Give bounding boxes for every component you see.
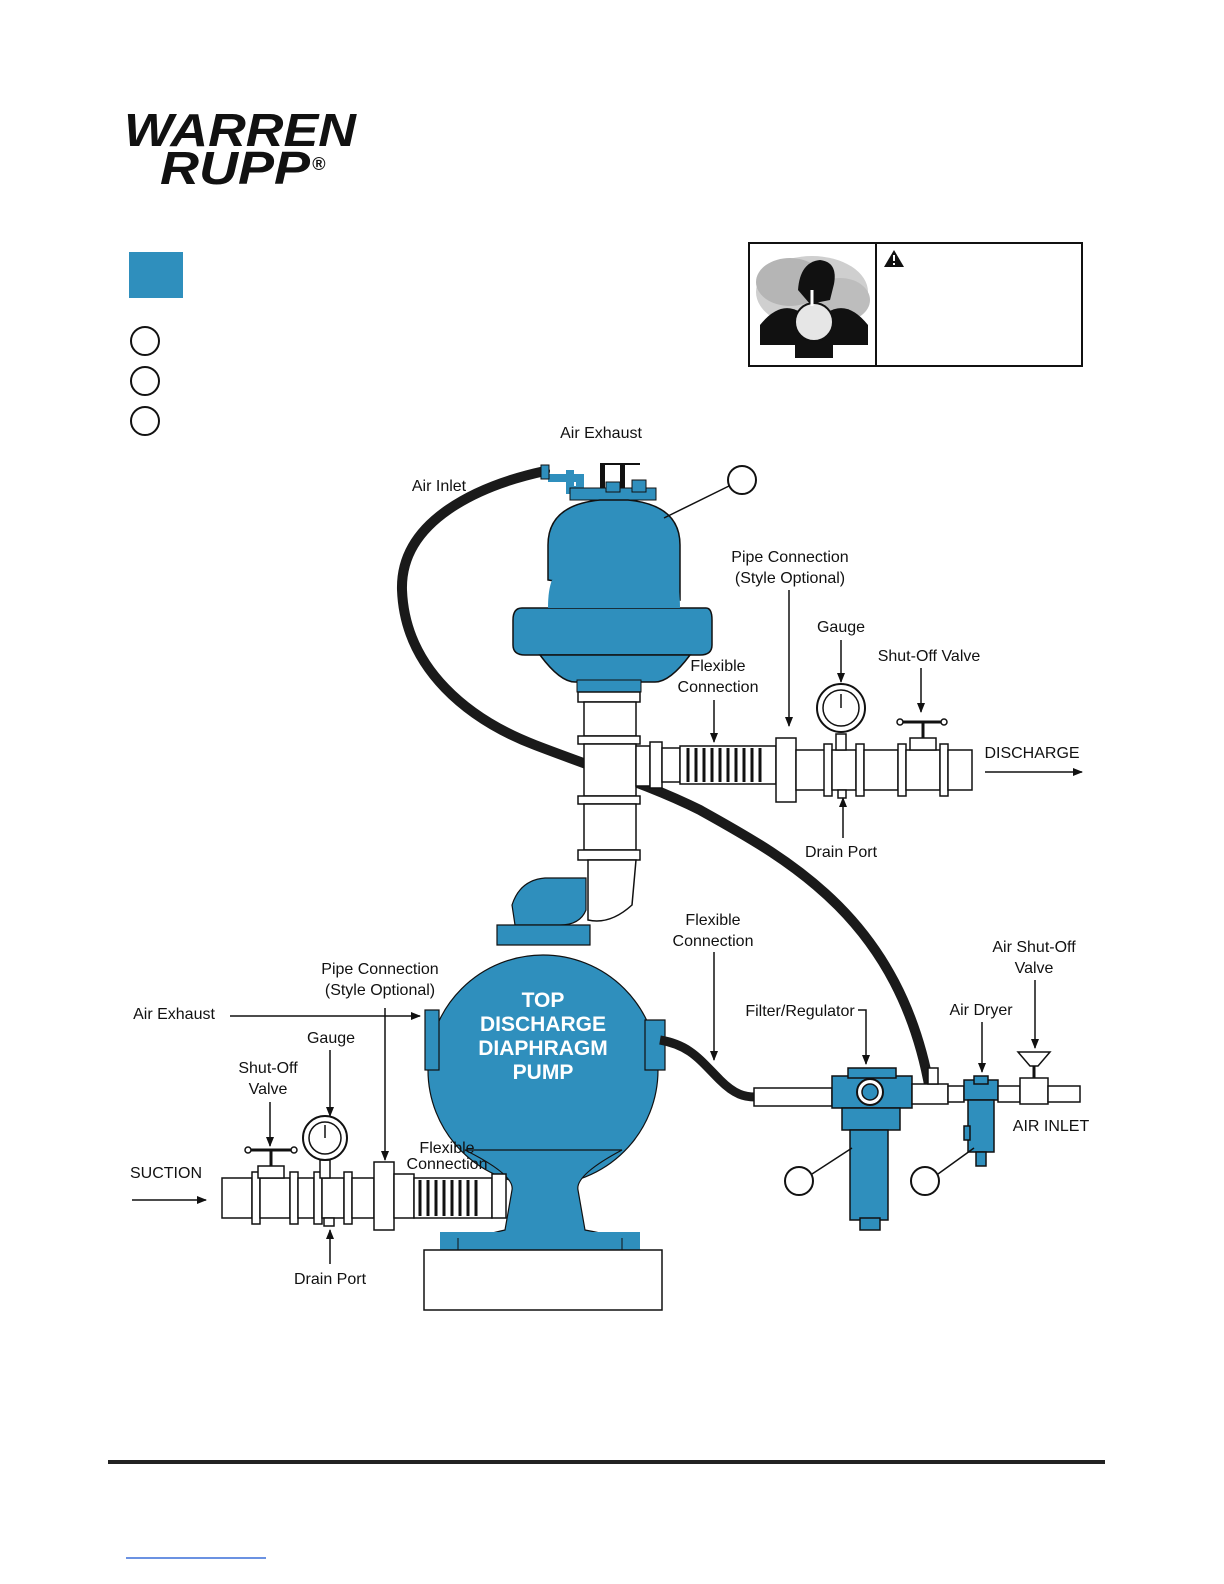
pump-base-pad bbox=[423, 1249, 663, 1311]
label-air-inlet-top: Air Inlet bbox=[412, 478, 467, 495]
label-discharge: DISCHARGE bbox=[984, 745, 1079, 762]
label-air-dryer: Air Dryer bbox=[949, 1002, 1013, 1019]
label-flexible-top-2: Connection bbox=[678, 679, 759, 696]
vertical-discharge-pipe bbox=[577, 691, 651, 922]
step-circle-2 bbox=[130, 366, 160, 396]
label-pipe-connection-bottom-2: (Style Optional) bbox=[325, 982, 435, 999]
label-air-exhaust-left: Air Exhaust bbox=[133, 1006, 215, 1023]
logo-line-rupp: RUPP bbox=[160, 142, 310, 194]
warning-box bbox=[748, 242, 1083, 367]
air-inlet-hose bbox=[659, 1035, 756, 1102]
label-drain-port-top: Drain Port bbox=[805, 844, 878, 861]
pump-title-line-1: TOP bbox=[522, 989, 565, 1012]
logo-registered-mark: ® bbox=[312, 154, 326, 174]
label-pipe-connection-top-1: Pipe Connection bbox=[731, 549, 848, 566]
logo-line-warren: WARREN bbox=[124, 104, 357, 156]
shutoff-valve-top bbox=[896, 718, 948, 751]
label-flexible-bottom-1: Flexible bbox=[419, 1140, 474, 1157]
label-air-shutoff-1: Air Shut-Off bbox=[992, 939, 1076, 956]
label-shutoff-bottom-1: Shut-Off bbox=[238, 1060, 298, 1077]
label-air-inlet-right: AIR INLET bbox=[1013, 1118, 1090, 1135]
label-pipe-connection-top-2: (Style Optional) bbox=[735, 570, 845, 587]
label-filter-regulator: Filter/Regulator bbox=[745, 1003, 855, 1020]
filter-regulator bbox=[831, 1067, 913, 1231]
callout-circle-dryer bbox=[910, 1166, 940, 1196]
step-circle-1 bbox=[130, 326, 160, 356]
pump-title-line-2: DISCHARGE bbox=[480, 1013, 606, 1036]
label-drain-port-bottom: Drain Port bbox=[294, 1271, 367, 1288]
section-color-marker bbox=[129, 252, 183, 298]
step-circle-3 bbox=[130, 406, 160, 436]
air-supply-hose bbox=[396, 466, 935, 1095]
label-suction: SUCTION bbox=[130, 1165, 202, 1182]
discharge-line bbox=[649, 683, 973, 803]
pump-title-line-4: PUMP bbox=[513, 1061, 574, 1084]
flexible-connection-bottom bbox=[393, 1173, 507, 1219]
label-gauge-bottom: Gauge bbox=[307, 1030, 355, 1047]
label-pipe-connection-bottom-1: Pipe Connection bbox=[321, 961, 438, 978]
warren-rupp-logo: WARREN RUPP ® bbox=[124, 104, 357, 194]
gauge-top bbox=[816, 683, 866, 751]
label-flexible-top-1: Flexible bbox=[690, 658, 745, 675]
inhalation-hazard-icon bbox=[756, 256, 870, 358]
label-gauge-top: Gauge bbox=[817, 619, 865, 636]
air-dryer bbox=[963, 1075, 999, 1167]
warning-triangle-icon bbox=[884, 250, 904, 267]
suction-line bbox=[221, 1115, 507, 1231]
footer-rule bbox=[108, 1460, 1105, 1464]
air-shutoff-valve bbox=[1016, 1051, 1052, 1105]
shutoff-valve-bottom bbox=[244, 1146, 298, 1179]
label-flexible-mid-2: Connection bbox=[673, 933, 754, 950]
label-flexible-bottom-2: Connection bbox=[407, 1156, 488, 1173]
pump-title-line-3: DIAPHRAGM bbox=[478, 1037, 608, 1060]
flexible-connection-top bbox=[679, 745, 777, 785]
label-shutoff-valve-top: Shut-Off Valve bbox=[878, 648, 981, 665]
label-shutoff-bottom-2: Valve bbox=[249, 1081, 288, 1098]
air-supply-assembly bbox=[753, 1051, 1081, 1231]
callout-circle-muffler bbox=[727, 465, 757, 495]
gauge-bottom bbox=[302, 1115, 348, 1179]
label-air-shutoff-2: Valve bbox=[1015, 960, 1054, 977]
callout-circle-filter bbox=[784, 1166, 814, 1196]
label-air-exhaust-top: Air Exhaust bbox=[560, 425, 642, 442]
label-flexible-mid-1: Flexible bbox=[685, 912, 740, 929]
exhaust-muffler bbox=[512, 463, 713, 693]
